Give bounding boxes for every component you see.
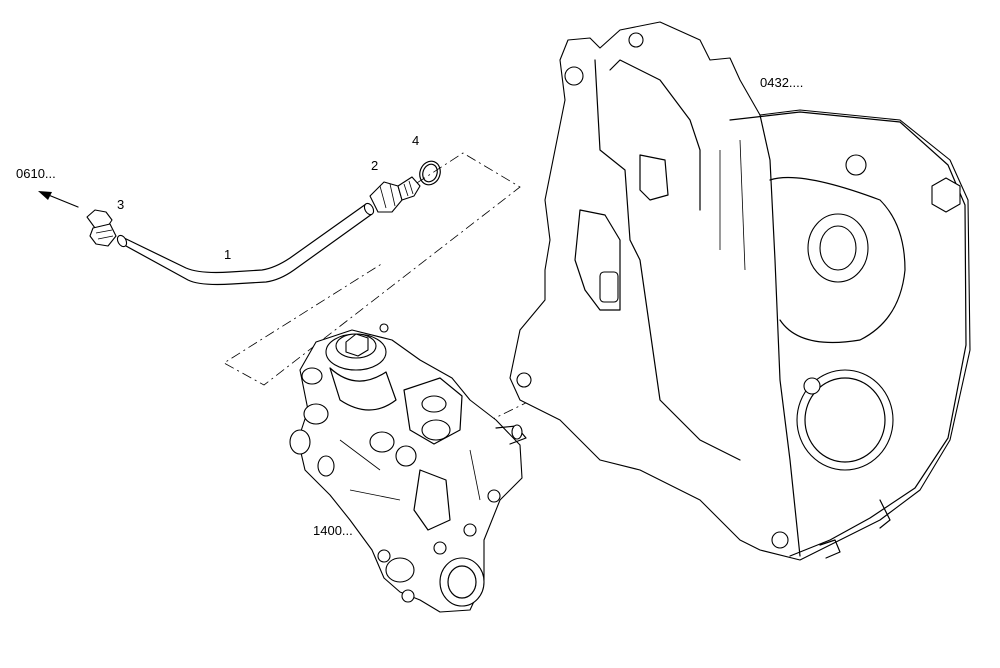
item-number-2: 2	[371, 158, 379, 173]
item-number-1: 1	[224, 247, 232, 262]
part-3-plug-fitting	[86, 209, 117, 247]
part-1-pipe	[116, 202, 375, 286]
item-number-4: 4	[412, 133, 420, 148]
part-2-union-fitting	[369, 176, 421, 213]
ref-label-0432: 0432....	[760, 75, 804, 90]
ref-label-0610: 0610...	[16, 166, 56, 181]
ref-label-1400: 1400...	[313, 523, 353, 538]
direction-arrow-0610	[38, 191, 79, 208]
injection-pump	[289, 323, 527, 613]
part-4-seal-ring	[419, 160, 441, 186]
timing-case-housing	[509, 21, 971, 561]
item-number-3: 3	[117, 197, 125, 212]
